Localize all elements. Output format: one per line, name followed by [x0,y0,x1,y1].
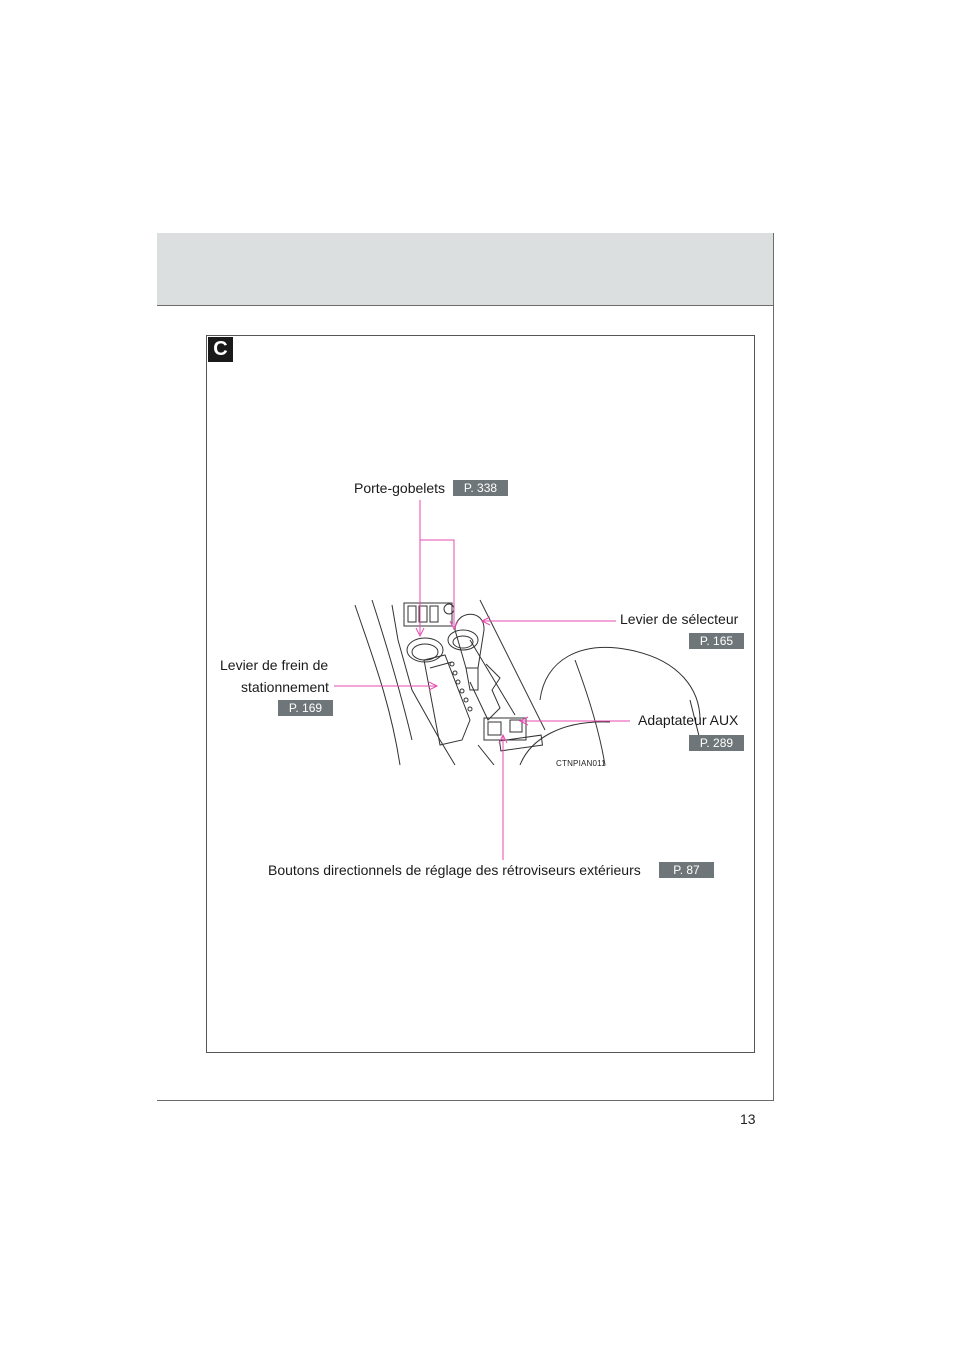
header-band [157,233,774,306]
illustration-panel [206,335,755,1053]
leader-lines [334,500,630,860]
mirror-switches-label: Boutons directionnels de réglage des rét… [268,862,641,878]
aux-adapter-label: Adaptateur AUX [638,712,739,728]
section-badge: C [208,337,233,362]
cupholders-label: Porte-gobelets [354,480,446,496]
page-number: 13 [740,1111,756,1127]
illustration-code: CTNPIAN011 [556,759,606,768]
console-line-art [354,599,701,766]
mirror-switches-page-ref: P. 87 [659,862,714,878]
parking-brake-label-line1: Levier de frein de [220,657,329,673]
parking-brake-label-line2: stationnement [241,679,329,695]
aux-adapter-page-ref: P. 289 [689,735,744,751]
parking-brake-page-ref: P. 169 [278,700,333,716]
right-margin-rule [773,233,774,1101]
shift-lever-page-ref: P. 165 [689,633,744,649]
shift-lever-label: Levier de sélecteur [620,611,739,627]
bottom-rule [157,1100,774,1101]
cupholders-page-ref: P. 338 [453,480,508,496]
